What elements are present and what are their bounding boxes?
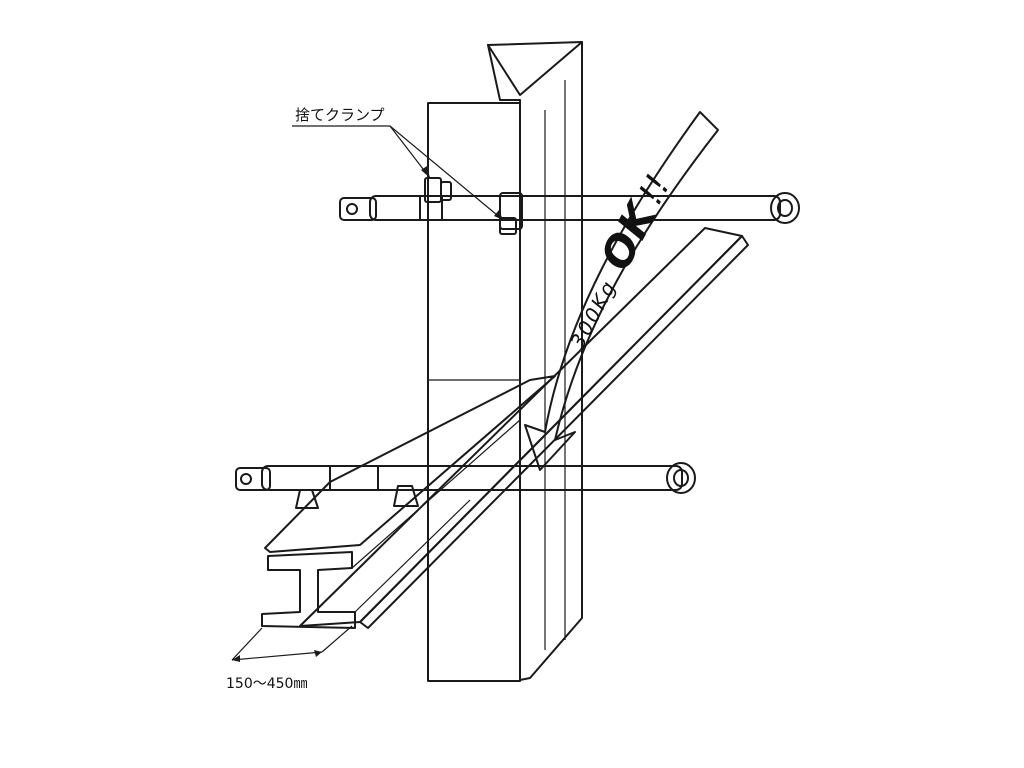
clamp-left: [424, 177, 452, 203]
pipe-support-left: [295, 489, 319, 509]
upper-pipe: [339, 192, 800, 224]
span-label: 150～450㎜: [226, 676, 307, 692]
pipe-support-right: [393, 485, 419, 507]
h-beam: [261, 227, 749, 629]
load-label: 300Kg OK !!: [565, 168, 679, 353]
vertical-column: [427, 41, 583, 682]
load-weight-text: 300Kg: [565, 276, 621, 353]
clamp-callout: 捨てクランプ: [292, 106, 504, 221]
clamp-label: 捨てクランプ: [295, 106, 385, 124]
span-dimension: 150～450㎜: [226, 625, 353, 692]
clamp-right: [499, 192, 523, 235]
load-arrow: [524, 111, 719, 471]
lower-pipe: [235, 462, 696, 494]
